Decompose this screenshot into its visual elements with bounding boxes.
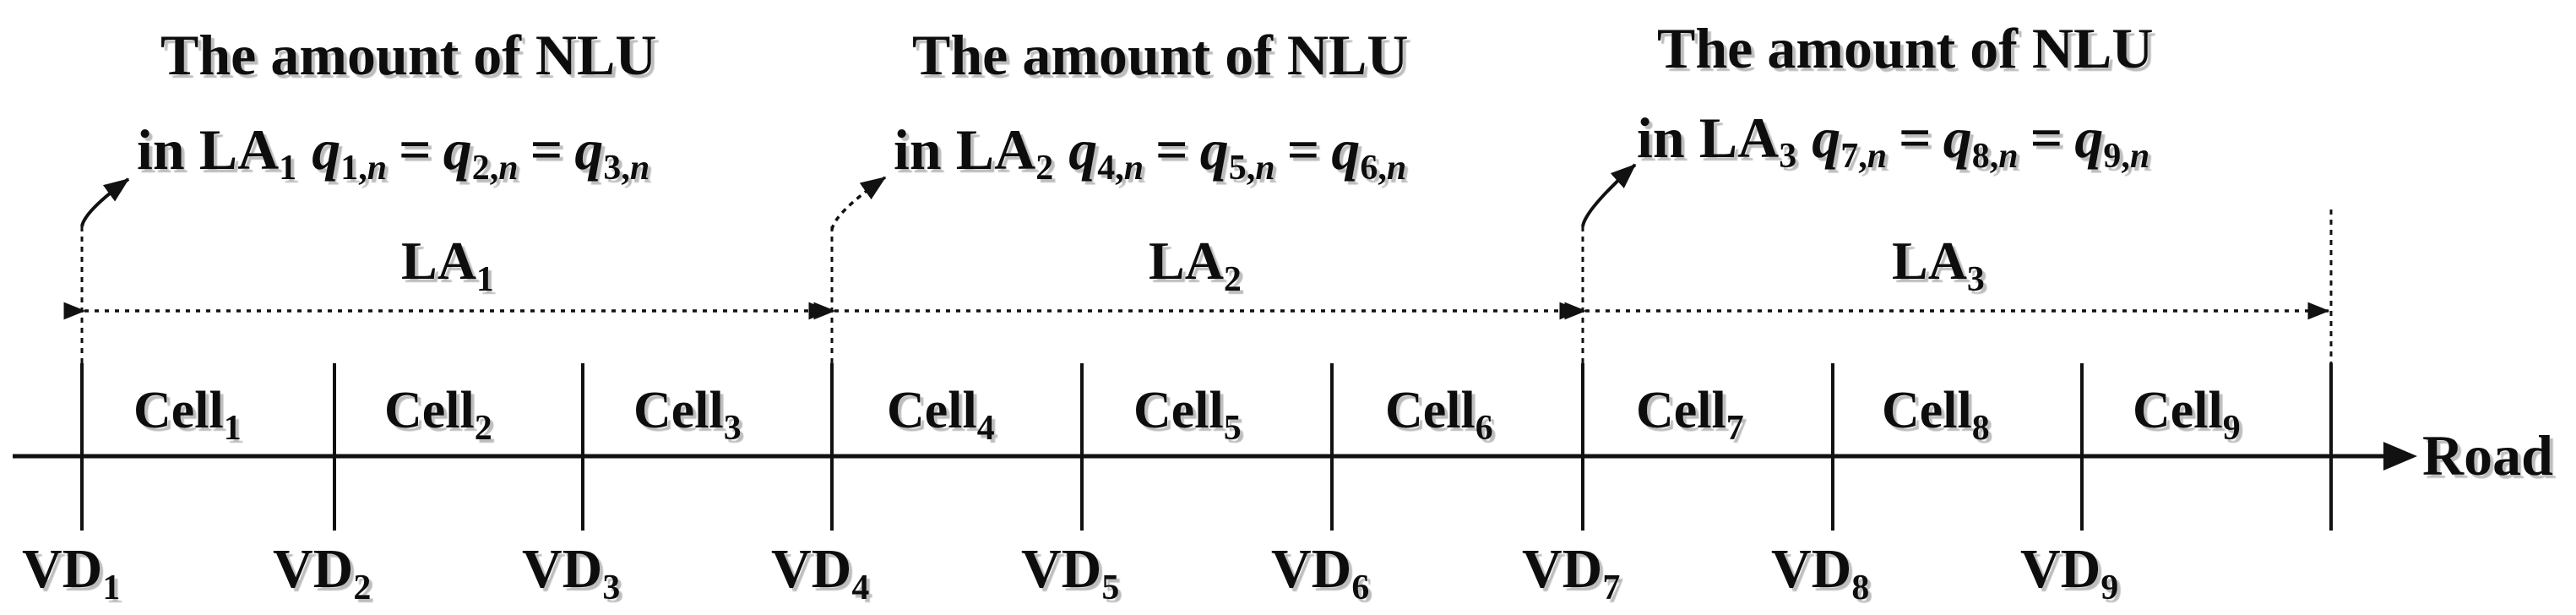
vd-label: VD3 [522, 538, 620, 607]
nlu-title: The amount of NLU [912, 23, 1409, 87]
road-arrowhead [2383, 442, 2417, 471]
la-label: LA3 [1892, 231, 1985, 299]
vd-label: VD8 [1771, 538, 1869, 607]
vd-label: VD1 [22, 538, 120, 607]
vd-label: VD6 [1271, 538, 1369, 607]
callout-arrow-la3 [1581, 163, 1637, 227]
cell-label: Cell4 [887, 382, 995, 448]
callout-arrow-la1 [80, 177, 130, 227]
cell-label: Cell2 [384, 382, 492, 448]
cell-label: Cell5 [1133, 382, 1242, 448]
road-label: Road [2422, 423, 2553, 487]
cell-label: Cell6 [1385, 382, 1493, 448]
cell-label: Cell1 [133, 382, 242, 448]
vd-label: VD9 [2020, 538, 2118, 607]
vd-ticks [80, 363, 2333, 531]
nlu-title: The amount of NLU [1657, 16, 2154, 80]
vd-label: VD7 [1522, 538, 1620, 607]
vd-label: VD5 [1021, 538, 1119, 607]
cell-label: Cell7 [1636, 382, 1744, 448]
cell-label: Cell8 [1882, 382, 1990, 448]
la-boundaries [80, 210, 2333, 363]
cell-label: Cell9 [2133, 382, 2241, 448]
nlu-title: The amount of NLU [160, 23, 657, 87]
cell-label: Cell3 [633, 382, 742, 448]
vd-label: VD2 [273, 538, 371, 607]
vd-label: VD4 [771, 538, 869, 607]
la-label: LA2 [1149, 231, 1242, 299]
la-label: LA1 [401, 231, 494, 299]
callout-arrow-la2 [830, 176, 887, 231]
